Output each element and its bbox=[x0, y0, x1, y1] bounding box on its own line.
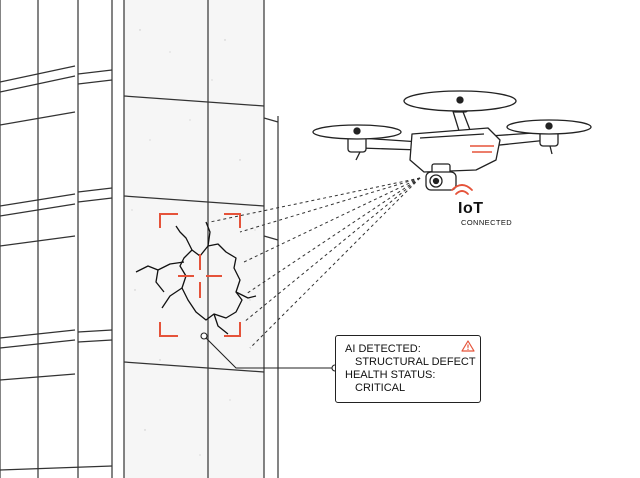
drone bbox=[312, 90, 592, 191]
warning-triangle-icon bbox=[461, 340, 475, 352]
scan-beams bbox=[209, 177, 421, 349]
concrete-column bbox=[123, 0, 279, 478]
detected-value: STRUCTURAL DEFECT bbox=[355, 356, 476, 368]
detection-bracket bbox=[159, 213, 241, 337]
health-value: CRITICAL bbox=[355, 382, 406, 394]
left-building bbox=[0, 0, 113, 478]
health-label: HEALTH STATUS: bbox=[345, 369, 436, 381]
structural-crack bbox=[135, 221, 257, 335]
detected-label: AI DETECTED: bbox=[345, 343, 421, 355]
iot-title: IoT bbox=[458, 200, 484, 217]
ai-alert-panel: AI DETECTED: STRUCTURAL DEFECT HEALTH ST… bbox=[335, 335, 481, 403]
iot-status: CONNECTED bbox=[461, 218, 513, 227]
wifi-signal-icon bbox=[451, 184, 473, 195]
